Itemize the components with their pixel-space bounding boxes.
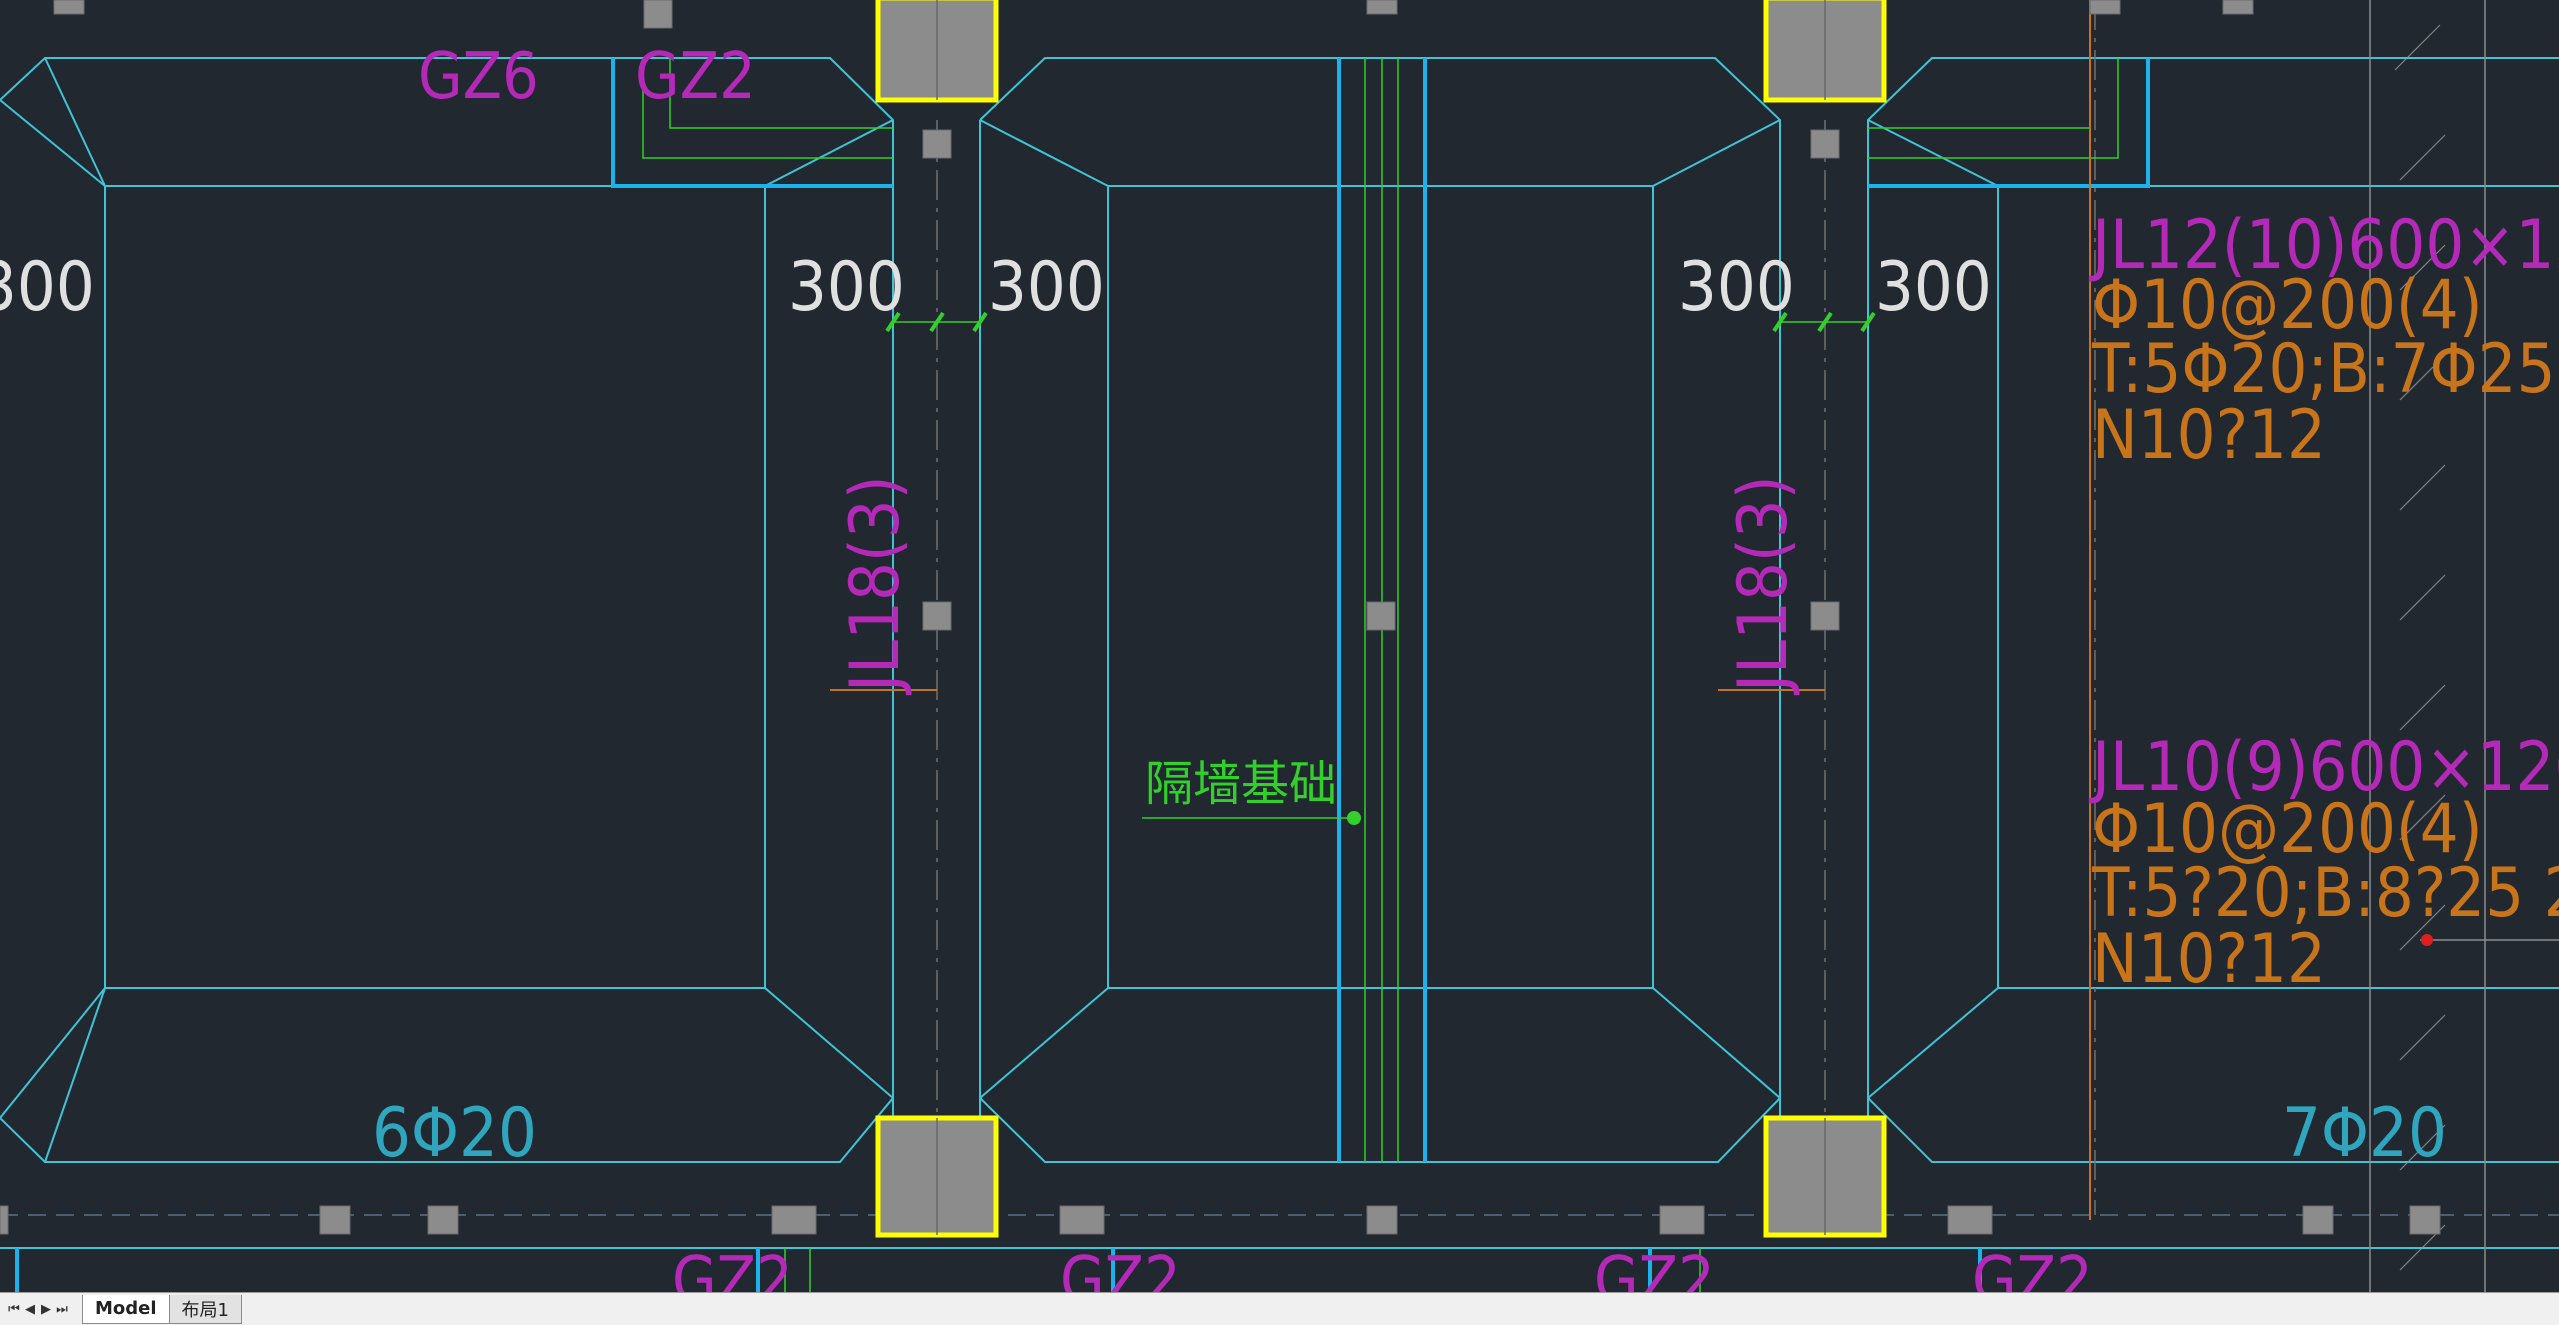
column-bottom-left[interactable] (875, 1115, 999, 1238)
column-top-right[interactable] (1763, 0, 1887, 103)
foundation-outlines (0, 57, 2559, 1249)
wall-lines (15, 58, 2150, 1292)
column-top-left[interactable] (875, 0, 999, 103)
wall-foundation-leader-dot[interactable] (1347, 811, 1361, 825)
orange-lines (830, 0, 2091, 1220)
red-marker-dot[interactable] (2421, 934, 2433, 946)
center-lines (936, 0, 2096, 1215)
tab-layout1[interactable]: 布局1 (168, 1294, 242, 1324)
pad-1-inner (104, 185, 766, 989)
label-gz2-bottom-a[interactable]: GZ2 (672, 1244, 793, 1292)
layout-tab-bar: ⏮ ◀ ▶ ⏭ Model 布局1 (0, 1292, 2559, 1325)
label-jl18-left[interactable]: JL18(3) (836, 475, 915, 696)
hatch-lines (2394, 24, 2446, 1271)
dim-300-d[interactable]: 300 (1875, 248, 1992, 327)
prev-tab-button[interactable]: ◀ (25, 1301, 35, 1317)
label-6phi20[interactable]: 6Φ20 (372, 1094, 537, 1173)
dim-300-left[interactable]: 300 (0, 248, 95, 327)
dim-300-a[interactable]: 300 (788, 248, 905, 327)
last-tab-button[interactable]: ⏭ (56, 1301, 68, 1317)
label-jl18-right[interactable]: JL18(3) (1724, 475, 1803, 696)
next-tab-button[interactable]: ▶ (41, 1301, 51, 1317)
label-gz2-bottom-b[interactable]: GZ2 (1060, 1244, 1181, 1292)
label-gz2-top[interactable]: GZ2 (635, 40, 756, 114)
dim-300-c[interactable]: 300 (1678, 248, 1795, 327)
jl12-rebar[interactable]: T:5Φ20;B:7Φ25 (2091, 330, 2555, 409)
label-gz6[interactable]: GZ6 (418, 40, 539, 114)
label-7phi20[interactable]: 7Φ20 (2282, 1094, 2447, 1173)
label-gz2-bottom-c[interactable]: GZ2 (1594, 1244, 1715, 1292)
dimension-ticks (885, 311, 1876, 333)
jl12-stirrup[interactable]: Φ10@200(4) (2092, 266, 2483, 345)
tab-model[interactable]: Model (82, 1294, 170, 1324)
pile-markers[interactable] (0, 0, 2441, 1235)
label-wall-foundation[interactable]: 隔墙基础 (1145, 756, 1337, 812)
cad-drawing-canvas[interactable]: GZ6 GZ2 300 300 300 300 300 JL18(3) JL18… (0, 0, 2559, 1292)
right-border-lines (2369, 0, 2559, 1292)
first-tab-button[interactable]: ⏮ (8, 1301, 20, 1317)
column-bottom-right[interactable] (1763, 1115, 1887, 1238)
jl12-side[interactable]: N10?12 (2092, 396, 2326, 475)
jl10-name[interactable]: JL10(9)600×1200 (2088, 728, 2559, 807)
dim-300-b[interactable]: 300 (988, 248, 1105, 327)
label-gz2-bottom-d[interactable]: GZ2 (1972, 1244, 2093, 1292)
jl10-side[interactable]: N10?12 (2092, 920, 2326, 999)
jl12-name[interactable]: JL12(10)600×120 (2088, 206, 2559, 285)
jl10-rebar[interactable]: T:5?20;B:8?25 2 (2091, 854, 2559, 933)
pad-1-outer (0, 57, 894, 1163)
drawing-text[interactable]: GZ6 GZ2 300 300 300 300 300 JL18(3) JL18… (0, 40, 2559, 1292)
pad-2-inner (1107, 185, 1654, 989)
jl10-stirrup[interactable]: Φ10@200(4) (2092, 790, 2483, 869)
